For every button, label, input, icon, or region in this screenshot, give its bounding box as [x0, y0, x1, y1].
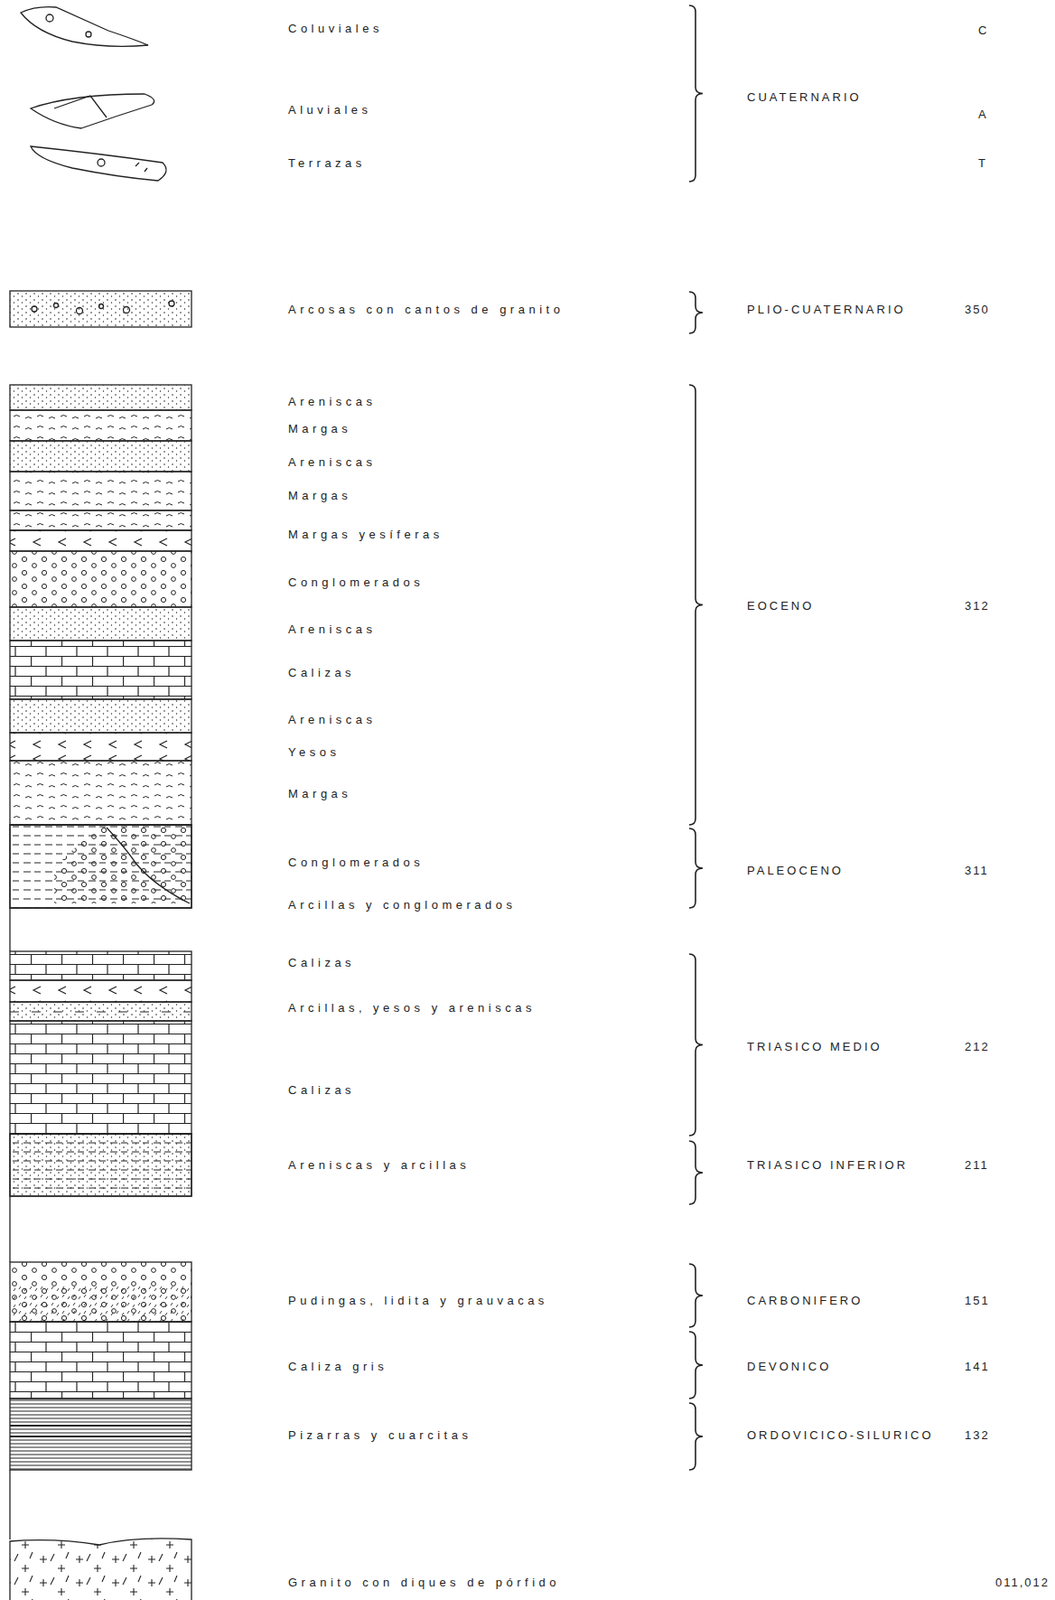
unit-code: 141 — [964, 1359, 990, 1374]
period-name: PLIO-CUATERNARIO — [746, 302, 906, 318]
lithology-label: Pizarras y cuarcitas — [288, 1428, 472, 1443]
lithology-label: Caliza gris — [288, 1359, 388, 1374]
unit-code: 312 — [964, 598, 990, 614]
unit-code: 350 — [964, 302, 990, 318]
brace — [689, 5, 703, 182]
lithology-label: Margas — [288, 421, 352, 437]
lithology-label: Arcosas con cantos de granito — [288, 302, 564, 318]
lithology-label: Margas yesíferas — [288, 527, 444, 542]
period-name: PALEOCENO — [746, 863, 844, 878]
period-name: CARBONIFERO — [746, 1293, 863, 1308]
brace — [689, 828, 703, 908]
period-name: CUATERNARIO — [746, 90, 862, 105]
lithology-label: Margas — [288, 488, 352, 504]
lithology-label: Granito con diques de pórfido — [288, 1575, 561, 1590]
lithology-label: Areniscas — [288, 622, 377, 637]
lithology-label: Conglomerados — [288, 855, 424, 870]
unit-code: 311 — [964, 863, 990, 878]
lithology-label: Conglomerados — [288, 575, 424, 590]
lithology-label: Calizas — [288, 665, 355, 681]
unit-code: A — [978, 107, 989, 122]
lithology-label: Areniscas — [288, 394, 377, 410]
lithology-label: Areniscas y arcillas — [288, 1157, 470, 1173]
period-name: ORDOVICICO-SILURICO — [746, 1428, 934, 1443]
unit-code: 211 — [964, 1157, 990, 1173]
period-name: TRIASICO MEDIO — [746, 1039, 883, 1055]
period-name: DEVONICO — [746, 1359, 831, 1374]
unit-code: 151 — [964, 1293, 990, 1308]
lithology-label: Calizas — [288, 1083, 355, 1098]
lithology-label: Areniscas — [288, 455, 377, 470]
lithology-label: Pudingas, lidita y grauvacas — [288, 1293, 549, 1308]
unit-code: 212 — [964, 1039, 990, 1055]
lithology-label: Areniscas — [288, 712, 377, 728]
lithology-label: Calizas — [288, 955, 355, 971]
period-name: TRIASICO INFERIOR — [746, 1157, 908, 1173]
brace — [689, 1140, 703, 1205]
brace — [689, 384, 703, 825]
brace — [689, 1263, 703, 1327]
unit-code: 132 — [964, 1428, 990, 1443]
lithology-label: Yesos — [288, 745, 340, 760]
unit-code: T — [978, 156, 988, 171]
brace — [689, 1402, 703, 1470]
lithology-label: Arcillas y conglomerados — [288, 897, 517, 913]
brace — [689, 953, 703, 1136]
lithology-label: Coluviales — [288, 21, 383, 37]
brace — [689, 291, 703, 334]
unit-code: 011,012 — [995, 1575, 1050, 1590]
unit-code: C — [978, 23, 989, 38]
lithology-label: Margas — [288, 786, 352, 802]
lithology-label: Arcillas, yesos y areniscas — [288, 1000, 536, 1016]
lithology-label: Aluviales — [288, 102, 373, 118]
period-name: EOCENO — [746, 598, 814, 614]
brace — [689, 1331, 703, 1399]
lithology-label: Terrazas — [288, 156, 366, 171]
